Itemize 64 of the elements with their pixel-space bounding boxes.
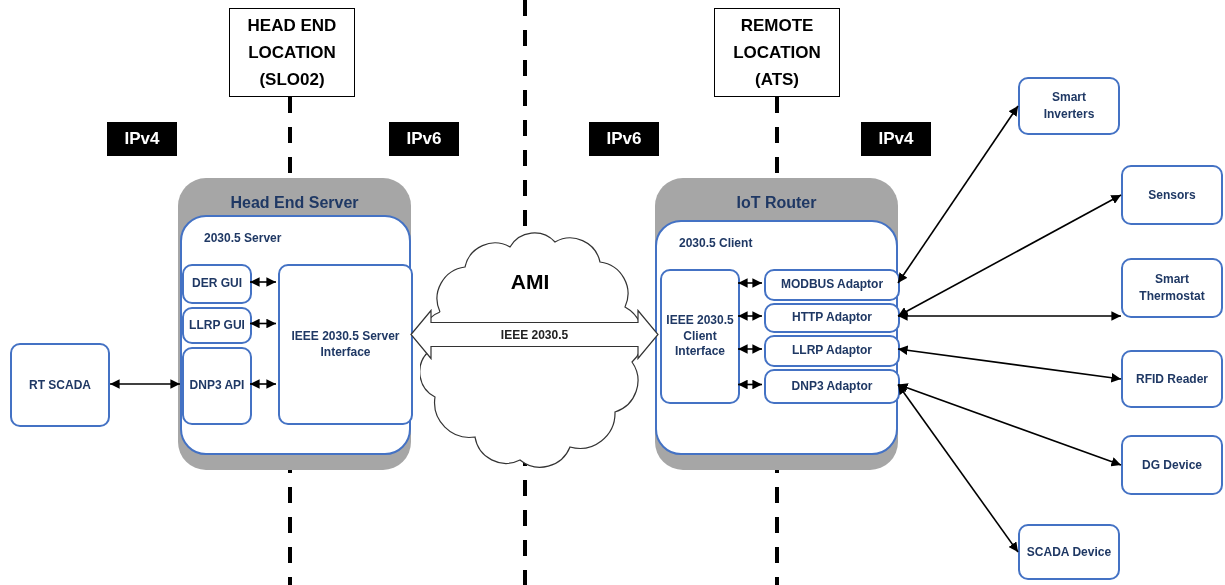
node-label: Smart Inverters	[1042, 89, 1096, 123]
node-label: HTTP Adaptor	[792, 310, 872, 326]
device-box	[1121, 258, 1223, 318]
node-label: DER GUI	[192, 276, 242, 292]
device-box	[1018, 524, 1120, 580]
arrow	[737, 278, 763, 288]
arrow	[897, 383, 1122, 467]
arrow	[249, 318, 277, 329]
location-box	[229, 8, 355, 97]
node-label: IEEE 2030.5 Server Interface	[290, 328, 401, 361]
protocol-tag: IPv4	[861, 122, 931, 156]
protocol-tag: IPv4	[107, 122, 177, 156]
component-box	[764, 303, 900, 333]
node-label: HEAD END LOCATION (SLO02)	[246, 14, 338, 92]
node-label: DG Device	[1142, 456, 1202, 474]
arrow	[737, 379, 763, 390]
node-label: RFID Reader	[1136, 370, 1208, 388]
node-label: DNP3 Adaptor	[791, 378, 873, 395]
device-box	[1018, 77, 1120, 135]
arrow	[897, 311, 1122, 321]
node-label: LLRP GUI	[189, 317, 245, 334]
node-label: RT SCADA	[29, 376, 91, 394]
arrow	[897, 105, 1019, 284]
node-label: DNP3 API	[189, 378, 245, 394]
component-box	[764, 335, 900, 367]
node-label: LLRP Adaptor	[792, 343, 872, 359]
component-box	[278, 264, 413, 425]
arrow	[737, 344, 763, 354]
arrow	[249, 379, 277, 389]
node-label: IEEE 2030.5 Client Interface	[665, 313, 735, 360]
node-label: REMOTE LOCATION (ATS)	[732, 14, 822, 92]
component-box	[764, 369, 900, 404]
arrow	[897, 194, 1122, 317]
device-container	[178, 178, 411, 470]
component-box	[660, 269, 740, 404]
container-heading: 2030.5 Server	[204, 231, 283, 245]
arrow	[737, 311, 763, 321]
device-box	[1121, 435, 1223, 495]
node-label: Sensors	[1148, 186, 1196, 204]
container-heading: 2030.5 Client	[679, 236, 754, 250]
container-heading: IoT Router	[736, 194, 817, 212]
protocol-tag: IPv6	[389, 122, 459, 156]
software-panel	[180, 215, 411, 455]
arrow	[249, 277, 277, 287]
component-box	[764, 269, 900, 301]
device-box	[1121, 165, 1223, 225]
component-box	[182, 264, 252, 304]
node-label: Smart Thermostat	[1138, 271, 1206, 305]
double-block-arrow	[410, 308, 659, 361]
protocol-tag: IPv6	[589, 122, 659, 156]
component-box	[182, 307, 252, 344]
component-box	[182, 347, 252, 425]
device-box	[1121, 350, 1223, 408]
node-label: AMI	[510, 270, 550, 294]
arrow	[897, 345, 1122, 383]
node-label: SCADA Device	[1026, 543, 1112, 561]
node-label: MODBUS Adaptor	[780, 277, 884, 293]
software-panel	[655, 220, 898, 455]
location-box	[714, 8, 840, 97]
arrow	[897, 383, 1019, 553]
arrow	[109, 379, 181, 389]
container-heading: Head End Server	[230, 194, 359, 212]
device-container	[655, 178, 898, 470]
device-box	[10, 343, 110, 427]
